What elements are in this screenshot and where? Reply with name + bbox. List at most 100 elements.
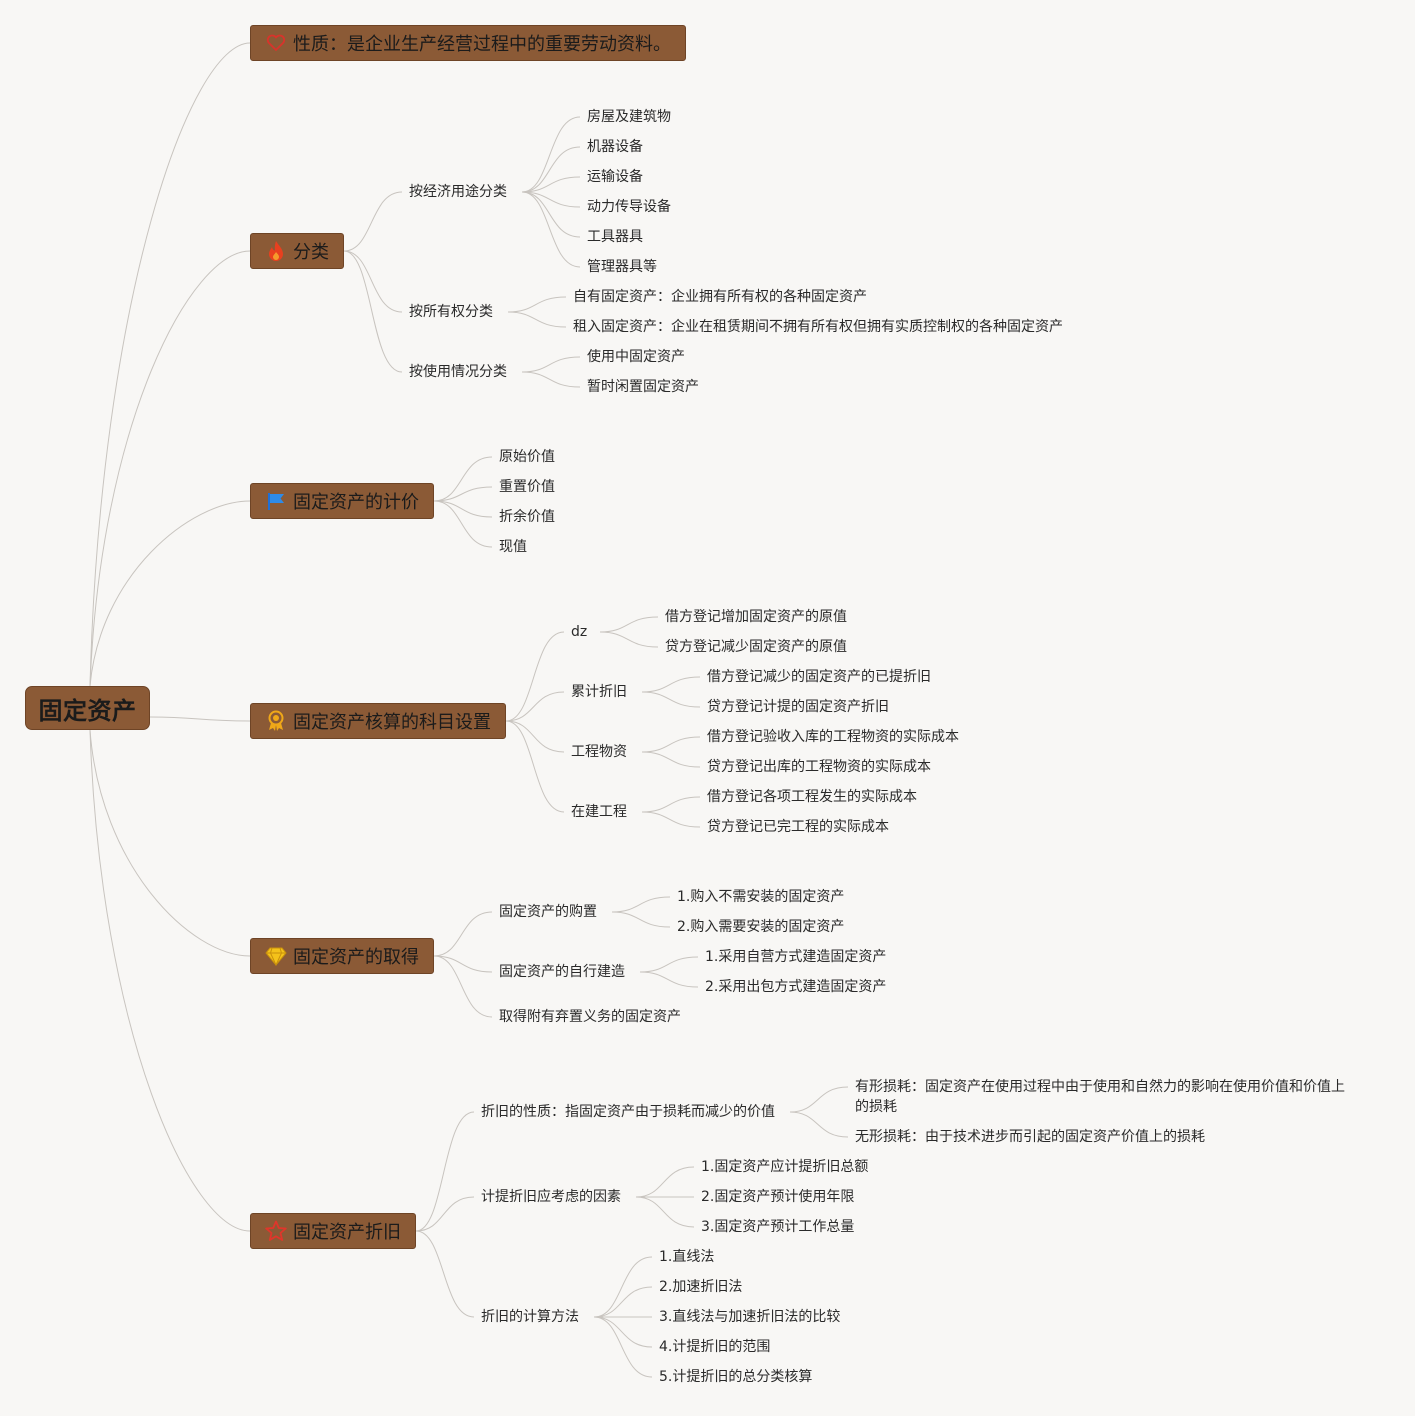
connector-line bbox=[593, 1256, 653, 1318]
connector-line bbox=[433, 500, 493, 548]
list-item[interactable]: 借方登记增加固定资产的原值 bbox=[665, 609, 847, 625]
disposal-node[interactable]: 取得附有弃置义务的固定资产 bbox=[499, 1009, 681, 1025]
branch-accounts[interactable]: 固定资产核算的科目设置 bbox=[250, 703, 506, 739]
list-item[interactable]: 现值 bbox=[499, 539, 527, 555]
list-item[interactable]: 2.加速折旧法 bbox=[659, 1279, 743, 1295]
connector-line bbox=[343, 250, 403, 313]
connector-line bbox=[641, 811, 701, 828]
list-item[interactable]: 租入固定资产：企业在租赁期间不拥有所有权但拥有实质控制权的各种固定资产 bbox=[573, 319, 1063, 335]
list-item[interactable]: 贷方登记计提的固定资产折旧 bbox=[707, 699, 889, 715]
connector-line bbox=[433, 955, 493, 973]
connector-line bbox=[593, 1316, 653, 1348]
connector-line bbox=[521, 371, 581, 388]
branch-acquisition-label: 固定资产的取得 bbox=[293, 947, 419, 968]
connector-line bbox=[507, 311, 567, 328]
connector-line bbox=[789, 1111, 849, 1138]
list-item[interactable]: 1.固定资产应计提折旧总额 bbox=[701, 1159, 869, 1175]
list-item[interactable]: 自有固定资产：企业拥有所有权的各种固定资产 bbox=[573, 289, 867, 305]
connector-line bbox=[433, 955, 493, 1018]
connector-line bbox=[789, 1086, 849, 1113]
list-item[interactable]: 贷方登记已完工程的实际成本 bbox=[707, 819, 889, 835]
diamond-icon bbox=[265, 945, 287, 967]
list-item[interactable]: 折余价值 bbox=[499, 509, 555, 525]
by-usage-node[interactable]: 按使用情况分类 bbox=[409, 364, 507, 380]
branch-nature[interactable]: 性质：是企业生产经营过程中的重要劳动资料。 bbox=[250, 25, 686, 61]
list-item[interactable]: 机器设备 bbox=[587, 139, 643, 155]
connector-line bbox=[433, 911, 493, 957]
connector-line bbox=[611, 911, 671, 928]
list-item[interactable]: 1.购入不需安装的固定资产 bbox=[677, 889, 845, 905]
purchase-node[interactable]: 固定资产的购置 bbox=[499, 904, 597, 920]
connector-line bbox=[505, 720, 565, 753]
construction-node[interactable]: 在建工程 bbox=[571, 804, 627, 820]
list-item[interactable]: 借方登记各项工程发生的实际成本 bbox=[707, 789, 917, 805]
connector-line bbox=[505, 720, 565, 813]
list-item[interactable]: 运输设备 bbox=[587, 169, 643, 185]
connector-line bbox=[521, 146, 581, 193]
branch-nature-label: 性质：是企业生产经营过程中的重要劳动资料。 bbox=[293, 34, 671, 55]
list-item[interactable]: 3.直线法与加速折旧法的比较 bbox=[659, 1309, 841, 1325]
connector-line bbox=[641, 691, 701, 708]
connector-line bbox=[611, 896, 671, 913]
connector-line bbox=[641, 796, 701, 813]
list-item[interactable]: 2.购入需要安装的固定资产 bbox=[677, 919, 845, 935]
connector-line bbox=[89, 729, 251, 1232]
list-item[interactable]: 原始价值 bbox=[499, 449, 555, 465]
list-item[interactable]: 暂时闲置固定资产 bbox=[587, 379, 699, 395]
list-item[interactable]: 重置价值 bbox=[499, 479, 555, 495]
list-item[interactable]: 房屋及建筑物 bbox=[587, 109, 671, 125]
connector-line bbox=[599, 631, 659, 648]
list-item[interactable]: 4.计提折旧的范围 bbox=[659, 1339, 771, 1355]
list-item[interactable]: 2.采用出包方式建造固定资产 bbox=[705, 979, 887, 995]
connector-line bbox=[641, 676, 701, 693]
connector-line bbox=[433, 456, 493, 502]
connector-line bbox=[89, 42, 251, 687]
connector-line bbox=[641, 751, 701, 768]
root-node[interactable]: 固定资产 bbox=[25, 686, 150, 730]
list-item[interactable]: 有形损耗：固定资产在使用过程中由于使用和自然力的影响在使用价值和价值上的损耗 bbox=[855, 1079, 1345, 1115]
by-ownership-node[interactable]: 按所有权分类 bbox=[409, 304, 493, 320]
depr-factors-node[interactable]: 计提折旧应考虑的因素 bbox=[481, 1189, 621, 1205]
depr-nature-node[interactable]: 折旧的性质：指固定资产由于损耗而减少的价值 bbox=[481, 1104, 775, 1120]
list-item[interactable]: 管理器具等 bbox=[587, 259, 657, 275]
branch-acquisition[interactable]: 固定资产的取得 bbox=[250, 938, 434, 974]
list-item[interactable]: 工具器具 bbox=[587, 229, 643, 245]
connector-line bbox=[433, 500, 493, 518]
self-build-node[interactable]: 固定资产的自行建造 bbox=[499, 964, 625, 980]
accum-node[interactable]: 累计折旧 bbox=[571, 684, 627, 700]
list-item[interactable]: 1.采用自营方式建造固定资产 bbox=[705, 949, 887, 965]
dz-node[interactable]: dz bbox=[571, 624, 588, 640]
connector-line bbox=[433, 486, 493, 502]
by-use-node[interactable]: 按经济用途分类 bbox=[409, 184, 507, 200]
connector-line bbox=[641, 736, 701, 753]
branch-classification-label: 分类 bbox=[293, 242, 329, 263]
connector-line bbox=[89, 500, 251, 687]
connector-line bbox=[415, 1196, 475, 1232]
branch-valuation-label: 固定资产的计价 bbox=[293, 492, 419, 513]
list-item[interactable]: 无形损耗：由于技术进步而引起的固定资产价值上的损耗 bbox=[855, 1129, 1205, 1145]
connector-line bbox=[639, 971, 699, 988]
branch-classification[interactable]: 分类 bbox=[250, 233, 344, 269]
list-item[interactable]: 动力传导设备 bbox=[587, 199, 671, 215]
branch-valuation[interactable]: 固定资产的计价 bbox=[250, 483, 434, 519]
flag-icon bbox=[265, 490, 287, 512]
list-item[interactable]: 使用中固定资产 bbox=[587, 349, 685, 365]
list-item[interactable]: 贷方登记减少固定资产的原值 bbox=[665, 639, 847, 655]
depr-methods-node[interactable]: 折旧的计算方法 bbox=[481, 1309, 579, 1325]
list-item[interactable]: 借方登记减少的固定资产的已提折旧 bbox=[707, 669, 931, 685]
list-item[interactable]: 5.计提折旧的总分类核算 bbox=[659, 1369, 813, 1385]
connector-line bbox=[521, 356, 581, 373]
branch-accounts-label: 固定资产核算的科目设置 bbox=[293, 712, 491, 733]
list-item[interactable]: 3.固定资产预计工作总量 bbox=[701, 1219, 855, 1235]
heart-icon bbox=[265, 32, 287, 54]
list-item[interactable]: 2.固定资产预计使用年限 bbox=[701, 1189, 855, 1205]
materials-node[interactable]: 工程物资 bbox=[571, 744, 627, 760]
branch-depreciation[interactable]: 固定资产折旧 bbox=[250, 1213, 416, 1249]
connector-line bbox=[521, 191, 581, 238]
list-item[interactable]: 借方登记验收入库的工程物资的实际成本 bbox=[707, 729, 959, 745]
list-item[interactable]: 1.直线法 bbox=[659, 1249, 715, 1265]
list-item[interactable]: 贷方登记出库的工程物资的实际成本 bbox=[707, 759, 931, 775]
connector-line bbox=[635, 1196, 695, 1228]
